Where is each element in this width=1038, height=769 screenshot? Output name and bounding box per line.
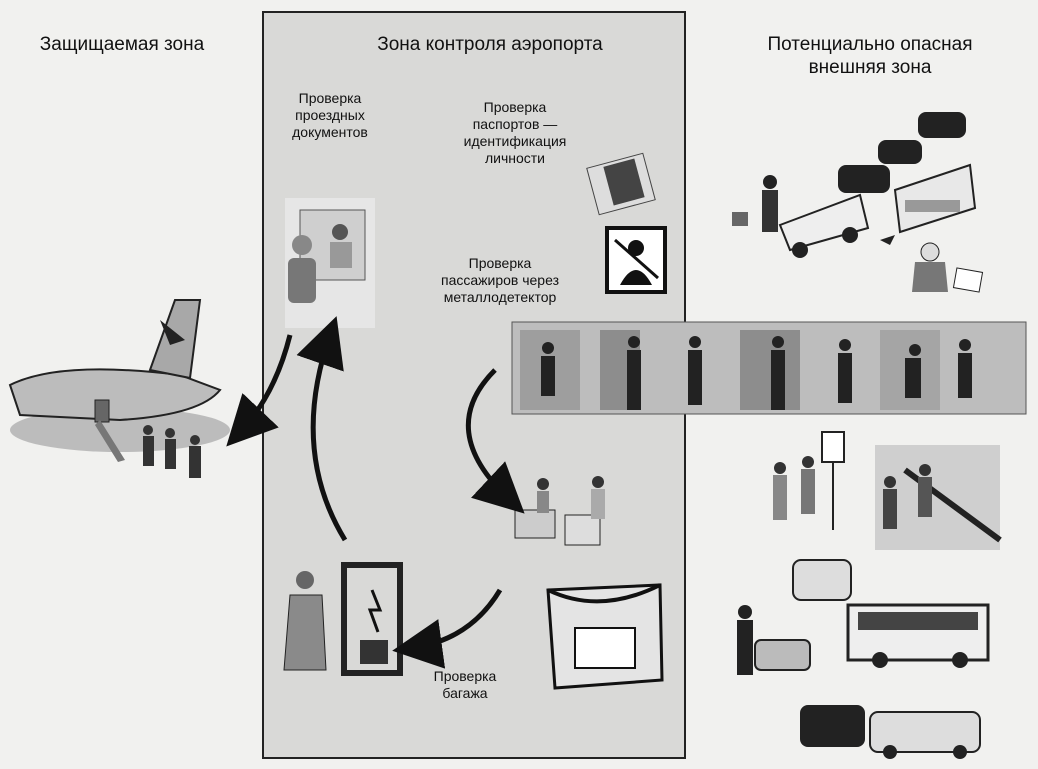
documents-check-illustration — [285, 198, 375, 328]
id-card-icon — [605, 226, 667, 294]
baggage-scanner-illustration — [283, 562, 403, 676]
passport-illustration — [586, 152, 656, 216]
flow-arrows — [226, 316, 525, 669]
baggage-line-2: багажа — [442, 685, 488, 701]
control-zone-label: Зона контроля аэропорта — [377, 34, 603, 55]
running-man-illustration — [880, 235, 984, 293]
arrow-baggage-to-scanner — [392, 588, 503, 669]
protected-zone-label: Защищаемая зона — [39, 34, 205, 55]
city-bus-illustration — [846, 603, 990, 668]
bus-stop-illustration — [773, 431, 845, 530]
open-suitcase-illustration — [546, 583, 664, 690]
external-zone-label-line1: Потенциально опасная — [767, 34, 973, 55]
documents-line-2: проездных — [295, 107, 365, 123]
control-zone-title: Зона контроля аэропорта — [340, 33, 640, 56]
metal-detector-check-label: Проверка пассажиров через металлодетекто… — [410, 255, 590, 306]
metal-line-2: пассажиров через — [440, 272, 559, 288]
passengers-with-baggage-illustration — [514, 476, 605, 546]
bus-illustration — [893, 163, 977, 234]
protected-zone-title: Защищаемая зона — [22, 33, 222, 56]
baggage-line-1: Проверка — [433, 668, 497, 684]
metal-line-3: металлодетектор — [443, 289, 557, 305]
passports-line-4: личности — [484, 150, 546, 166]
street-cars-illustration — [800, 705, 981, 759]
passports-line-2: паспортов — — [472, 116, 558, 132]
metal-detector-strip — [511, 321, 1027, 415]
taxi-illustrations — [737, 559, 852, 675]
metal-line-1: Проверка — [468, 255, 532, 271]
escalator-illustration — [875, 445, 1002, 550]
boarding-passengers — [143, 425, 201, 478]
cars-queue-illustration — [838, 112, 966, 193]
passport-check-label: Проверка паспортов — идентификация лично… — [440, 99, 590, 167]
documents-line-3: документов — [292, 124, 368, 140]
baggage-check-label: Проверка багажа — [420, 668, 510, 702]
arrow-metal-to-baggage — [465, 368, 525, 514]
external-zone-title: Потенциально опасная внешняя зона — [735, 33, 1005, 79]
external-zone-label-line2: внешняя зона — [808, 57, 932, 78]
businessman-taxi-illustration — [732, 175, 870, 258]
arrow-to-plane — [226, 334, 293, 447]
passports-line-1: Проверка — [483, 99, 547, 115]
passports-line-3: идентификация — [463, 133, 567, 149]
documents-check-label: Проверка проездных документов — [270, 90, 390, 141]
documents-line-1: Проверка — [298, 90, 362, 106]
arrow-to-documents — [296, 316, 348, 542]
